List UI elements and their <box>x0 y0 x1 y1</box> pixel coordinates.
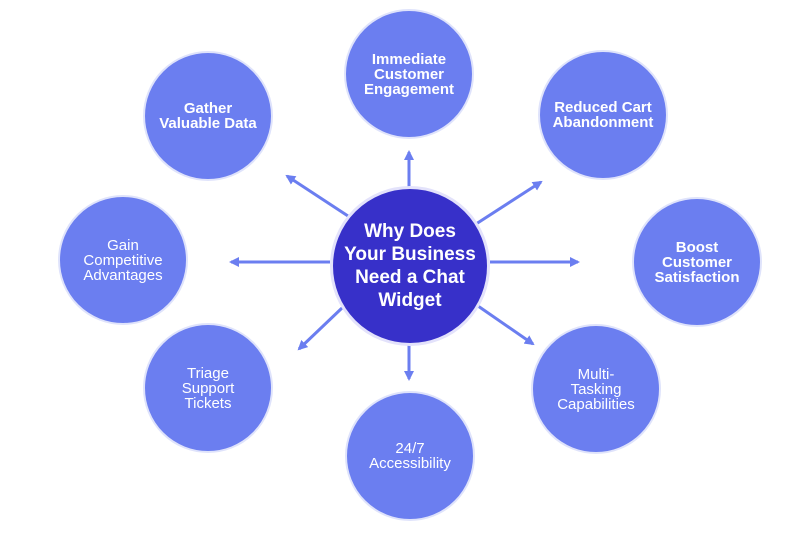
node-boost-customer-satisfaction: Boost Customer Satisfaction <box>632 197 762 327</box>
node-immediate-engagement-label: Immediate Customer Engagement <box>363 50 454 98</box>
node-24-7-accessibility: 24/7 Accessibility <box>345 391 475 521</box>
node-multitasking-capabilities-label: Multi- Tasking Capabilities <box>557 365 635 413</box>
center-node-label: Why Does Your Business Need a Chat Widge… <box>344 221 476 311</box>
node-24-7-accessibility-label: 24/7 Accessibility <box>369 440 451 472</box>
node-immediate-engagement: Immediate Customer Engagement <box>344 9 474 139</box>
node-reduced-cart-abandonment: Reduced Cart Abandonment <box>538 50 668 180</box>
node-triage-support-tickets-label: Triage Support Tickets <box>181 364 235 412</box>
node-multitasking-capabilities: Multi- Tasking Capabilities <box>531 324 661 454</box>
node-triage-support-tickets: Triage Support Tickets <box>143 323 273 453</box>
center-node-why-chat-widget: Why Does Your Business Need a Chat Widge… <box>330 186 490 346</box>
node-gather-valuable-data: Gather Valuable Data <box>143 51 273 181</box>
node-gain-competitive-advantages: Gain Competitive Advantages <box>58 195 188 325</box>
node-gather-valuable-data-label: Gather Valuable Data <box>159 100 257 132</box>
arrow-to-multitasking <box>477 304 535 346</box>
node-reduced-cart-abandonment-label: Reduced Cart Abandonment <box>552 99 654 131</box>
node-boost-customer-satisfaction-label: Boost Customer Satisfaction <box>654 238 740 286</box>
arrow-to-reduced-cart <box>475 180 543 226</box>
node-gain-competitive-advantages-label: Gain Competitive Advantages <box>83 236 163 284</box>
arrow-to-gather-data <box>285 174 349 218</box>
arrow-to-triage <box>297 306 344 351</box>
